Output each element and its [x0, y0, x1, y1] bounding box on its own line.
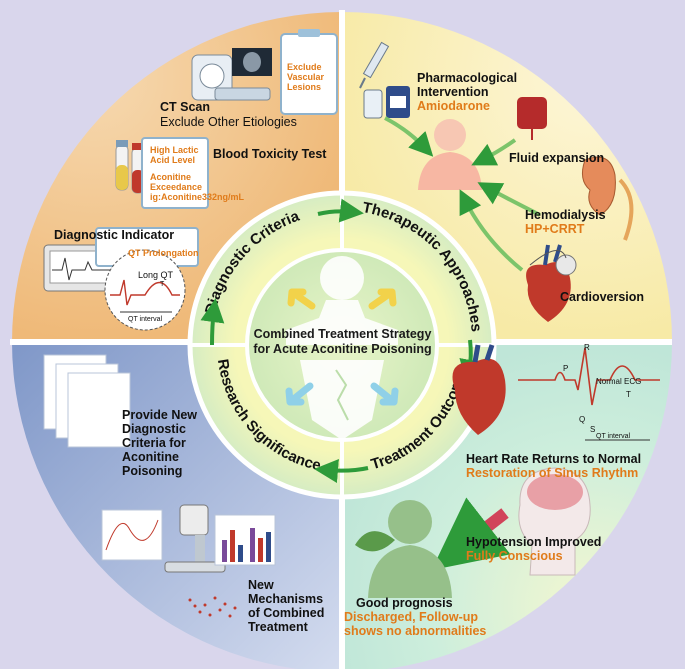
- improvement-arrow: [431, 497, 511, 571]
- center-arrows: [285, 288, 399, 406]
- cycle-arrow-3: [314, 459, 369, 483]
- criteria-line-3: Criteria for: [122, 436, 186, 450]
- blood-test-title: Blood Toxicity Test: [213, 147, 327, 161]
- blood-clip-1a: High Lactic: [150, 145, 199, 155]
- blood-clip-2b: Exceedance: [150, 182, 203, 192]
- cycle-arrow-4: [200, 298, 225, 346]
- qt-interval-label: QT interval: [128, 316, 163, 323]
- center-title: Combined Treatment Strategy for Acute Ac…: [240, 327, 445, 357]
- fluid-expansion-label: Fluid expansion: [509, 151, 605, 165]
- ecg-r: R: [584, 343, 590, 352]
- pharma-title-1: Pharmacological: [417, 71, 518, 85]
- pharma-title-2: Intervention: [417, 85, 489, 99]
- blood-clip-2c: ig:Aconitine332ng/mL: [150, 192, 245, 202]
- ct-clip-3: Lesions: [287, 82, 322, 92]
- ct-scanner-icon: [191, 48, 272, 101]
- recovered-patient-icon: [355, 500, 452, 598]
- hemodialysis-sub: HP+CRRT: [525, 222, 585, 236]
- center-title-line2: for Acute Aconitine Poisoning: [253, 342, 432, 356]
- t-wave-label: T: [160, 281, 165, 288]
- ct-clip-2: Vascular: [287, 72, 325, 82]
- long-qt-magnifier: [104, 249, 186, 331]
- ct-title: CT Scan: [160, 100, 211, 114]
- flow-arrow-hemo: [477, 182, 541, 217]
- blood-clip-2a: Aconitine: [150, 172, 192, 182]
- criteria-line-4: Aconitine: [122, 450, 179, 464]
- prognosis-title: Good prognosis: [356, 596, 453, 610]
- flow-arrow-fluid: [471, 138, 517, 166]
- heart-outcome-icon: [452, 344, 506, 435]
- criteria-line-5: Poisoning: [122, 464, 183, 478]
- hemodialysis-title: Hemodialysis: [525, 208, 606, 222]
- defibrillator-icon: [529, 250, 577, 276]
- patient-torso-icon: [418, 119, 482, 190]
- documents-icon: [43, 354, 131, 448]
- prognosis-sub-1: Discharged, Follow-up: [344, 610, 479, 624]
- line-chart-icon: [101, 509, 163, 561]
- lab-clipboard-icon: [141, 137, 209, 209]
- criteria-line-1: Provide New: [122, 408, 198, 422]
- heart-rate-title: Heart Rate Returns to Normal: [466, 452, 642, 466]
- ecg-p: P: [563, 364, 569, 373]
- hypotension-title: Hypotension Improved: [466, 535, 602, 549]
- center-body-figure: [286, 256, 398, 440]
- bar-chart-icon: [214, 514, 276, 566]
- mechanisms-line-2: Mechanisms: [248, 592, 324, 606]
- mechanisms-line-3: of Combined: [248, 606, 325, 620]
- kidney-icon: [581, 156, 634, 241]
- heart-icon: [526, 244, 571, 322]
- heart-rate-sub: Restoration of Sinus Rhythm: [466, 466, 639, 480]
- prognosis-sub-2: shows no abnormalities: [344, 624, 487, 638]
- flow-arrow-drug: [384, 116, 434, 157]
- blood-clip-1b: Acid Level: [150, 155, 196, 165]
- normal-ecg-title: Normal ECG: [596, 377, 642, 386]
- criteria-line-2: Diagnostic: [122, 422, 186, 436]
- ecg-t: T: [626, 390, 631, 399]
- medicine-bottles-icon: [363, 86, 410, 119]
- normal-ecg-trace: [518, 347, 660, 441]
- hypotension-sub: Fully Conscious: [466, 549, 563, 563]
- cardioversion-label: Cardioversion: [560, 290, 645, 304]
- ecg-s: S: [590, 425, 596, 434]
- ecg-q: Q: [579, 415, 586, 424]
- long-qt-label: Long QT: [138, 270, 174, 280]
- ecg-qt-interval: QT interval: [596, 433, 631, 440]
- pharma-drug: Amiodarone: [417, 99, 490, 113]
- head-brain-icon: [518, 467, 591, 576]
- syringe-icon: [359, 41, 390, 89]
- scatter-plot-icon: [188, 596, 237, 618]
- iv-bag-icon: [517, 97, 547, 140]
- clipboard-icon: [280, 29, 338, 115]
- indicator-clip: QT Prolongation: [128, 248, 199, 258]
- ct-subtitle: Exclude Other Etiologies: [160, 115, 297, 129]
- ct-clip-1: Exclude: [287, 62, 322, 72]
- cycle-arrow-1: [317, 198, 364, 223]
- flow-arrow-cardio: [459, 189, 524, 272]
- microscope-icon: [164, 504, 226, 573]
- mechanisms-line-1: New: [248, 578, 274, 592]
- center-title-line1: Combined Treatment Strategy: [253, 327, 432, 341]
- mechanisms-line-4: Treatment: [248, 620, 308, 634]
- indicator-title: Diagnostic Indicator: [54, 228, 175, 242]
